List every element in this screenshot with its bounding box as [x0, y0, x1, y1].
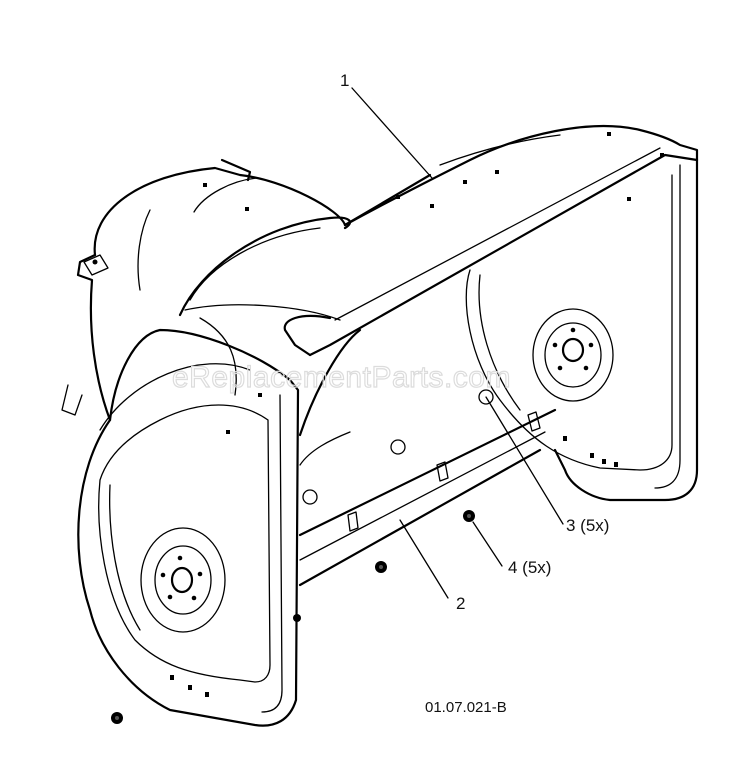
hardware-nuts: [111, 510, 475, 724]
scraper-bar: [298, 389, 557, 587]
callout-2: 2: [456, 594, 465, 613]
drawing-code: 01.07.021-B: [425, 699, 507, 716]
right-side-plate: [465, 158, 699, 502]
watermark: eReplacementParts.com: [172, 361, 511, 394]
callout-1: 1: [340, 71, 349, 90]
auger-housing-drum: [61, 158, 432, 437]
left-side-plate: [77, 328, 300, 727]
leader-lines: [351, 87, 564, 599]
callout-3: 3 (5x): [566, 516, 609, 535]
top-frame-bar: [283, 124, 699, 357]
callout-4: 4 (5x): [508, 558, 551, 577]
